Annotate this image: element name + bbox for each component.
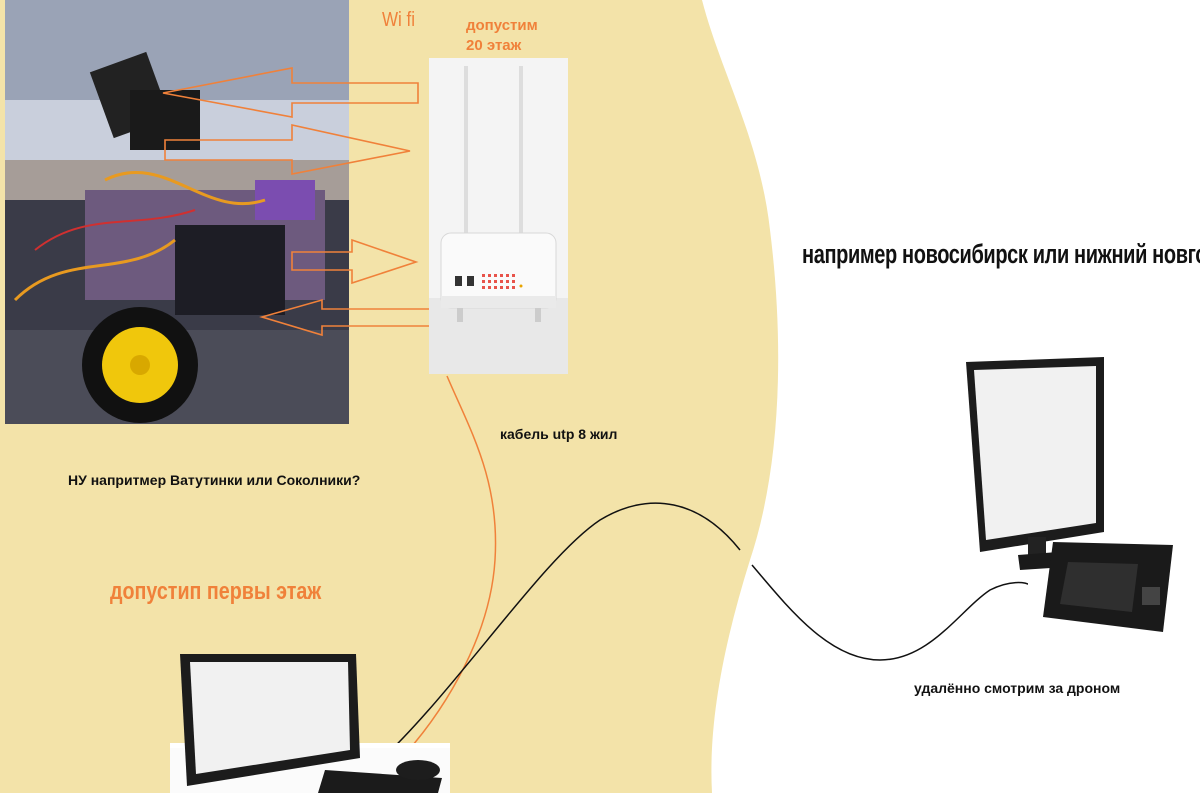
remote-link-line bbox=[369, 502, 741, 771]
floor-20-label-line1: допустим bbox=[466, 17, 538, 34]
cable-label: кабель utp 8 жил bbox=[500, 426, 618, 442]
remote-view-label: удалённо смотрим за дроном bbox=[914, 680, 1121, 696]
local-keyboard bbox=[318, 770, 442, 793]
local-computer bbox=[170, 648, 450, 793]
cable-curve bbox=[389, 375, 497, 771]
remote-computer bbox=[958, 357, 1176, 657]
remote-link-line-2 bbox=[751, 564, 1031, 661]
antenna-right bbox=[519, 66, 523, 238]
remote-city-label: например новосибирск или нижний новгород bbox=[802, 239, 1200, 269]
antenna-left bbox=[464, 66, 468, 238]
first-floor-label: допустип первы этаж bbox=[110, 578, 322, 605]
local-location-label: НУ напритмер Ватутинки или Соколники? bbox=[68, 472, 361, 488]
wifi-router bbox=[429, 58, 568, 374]
robot-photo bbox=[5, 0, 349, 424]
floor-20-label-line2: 20 этаж bbox=[466, 37, 522, 54]
mouse bbox=[396, 760, 440, 780]
wifi-label: Wi fi bbox=[382, 9, 416, 31]
